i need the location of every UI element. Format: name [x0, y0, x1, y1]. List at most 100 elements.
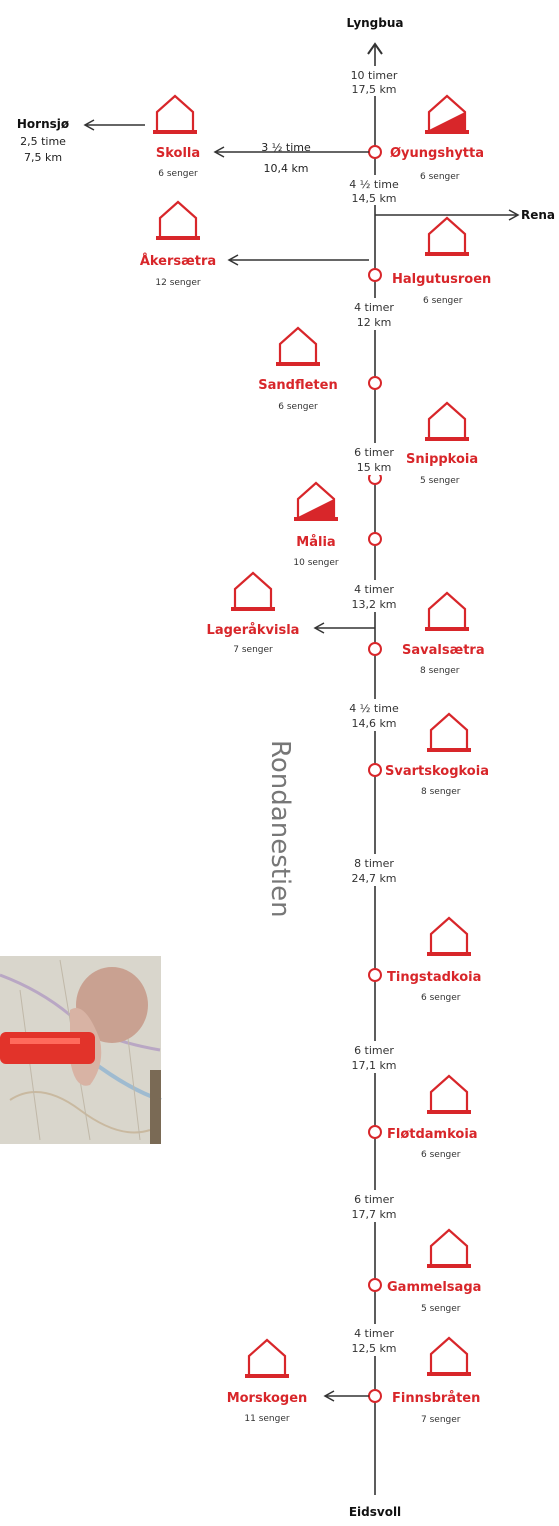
cabin-name: Gammelsaga — [387, 1280, 481, 1295]
branch-skolla-time: 3 ½ time — [261, 141, 311, 154]
svg-text:4 ½ time: 4 ½ time — [349, 702, 399, 715]
arrow-left-icon — [313, 622, 325, 634]
station-malia — [368, 532, 382, 546]
svg-text:12,5 km: 12,5 km — [351, 1342, 396, 1355]
cabin-beds: 6 senger — [420, 172, 460, 182]
arrow-left-icon — [213, 146, 225, 158]
cabin-beds: 7 senger — [233, 645, 273, 655]
svg-text:4 timer: 4 timer — [354, 1327, 394, 1340]
south-end-label: Eidsvoll — [349, 1505, 401, 1519]
cabin-sandfleten: Sandfleten 6 senger — [258, 326, 338, 412]
svg-text:17,1 km: 17,1 km — [351, 1059, 396, 1072]
hornsjo-dist: 7,5 km — [24, 151, 62, 164]
cabin-skolla: Skolla 6 senger — [151, 94, 200, 179]
hut-icon — [425, 1336, 473, 1378]
cabin-name: Øyungshytta — [390, 146, 484, 161]
arrow-right-icon — [508, 209, 520, 221]
station-tingstadkoia — [368, 968, 382, 982]
svg-text:15 km: 15 km — [357, 461, 392, 474]
segment-label: 10 timer 17,5 km — [340, 66, 408, 96]
hut-icon — [154, 200, 202, 242]
cabin-lageraakvisla: Lageråkvisla 7 senger — [207, 571, 300, 655]
cabin-name: Fløtdamkoia — [387, 1127, 478, 1142]
segment-label: 6 timer 15 km — [344, 443, 404, 475]
segment-label: 8 timer 24,7 km — [340, 854, 410, 886]
cabin-oyungshytta: Øyungshytta 6 senger — [390, 94, 484, 182]
cabin-flotdamkoia: Fløtdamkoia 6 senger — [387, 1074, 478, 1160]
svg-text:24,7 km: 24,7 km — [351, 872, 396, 885]
branch-lines — [83, 119, 520, 1402]
hut-icon — [151, 94, 199, 136]
cabin-beds: 7 senger — [421, 1415, 461, 1425]
hut-icon — [425, 1074, 473, 1116]
cabin-name: Målia — [296, 535, 335, 550]
branch-skolla-dist: 10,4 km — [263, 162, 308, 175]
cabin-malia: Målia 10 senger — [292, 481, 340, 568]
cabin-akersaetra: Åkersætra 12 senger — [140, 200, 216, 288]
hornsjo-name: Hornsjø — [17, 117, 69, 131]
svg-text:4 ½ time: 4 ½ time — [349, 178, 399, 191]
hut-icon — [229, 571, 277, 613]
hut-icon — [423, 216, 471, 258]
arrow-left-icon — [83, 119, 95, 131]
svg-text:14,6 km: 14,6 km — [351, 717, 396, 730]
cabin-finnsbraten: Finnsbråten 7 senger — [392, 1336, 480, 1425]
svg-text:17,7 km: 17,7 km — [351, 1208, 396, 1221]
cabin-beds: 6 senger — [278, 402, 318, 412]
svg-text:10 timer: 10 timer — [351, 69, 398, 82]
station-gammelsaga — [368, 1278, 382, 1292]
destination-hornsjo: Hornsjø 2,5 time 7,5 km — [17, 117, 69, 164]
arrow-left-icon — [323, 1390, 335, 1402]
arrow-up-icon — [367, 42, 383, 55]
cabin-beds: 8 senger — [421, 787, 461, 797]
cabin-beds: 8 senger — [420, 666, 460, 676]
segment-label: 4 ½ time 14,6 km — [340, 699, 408, 731]
svg-text:4 timer: 4 timer — [354, 301, 394, 314]
cabin-beds: 6 senger — [421, 993, 461, 1003]
hut-icon — [425, 916, 473, 958]
cabin-name: Finnsbråten — [392, 1391, 480, 1406]
station-oyungshytta — [368, 145, 382, 159]
hut-staffed-icon — [292, 481, 340, 523]
station-finnsbraten — [368, 1389, 382, 1403]
hornsjo-time: 2,5 time — [20, 135, 66, 148]
svg-text:12 km: 12 km — [357, 316, 392, 329]
cabin-beds: 6 senger — [423, 296, 463, 306]
segment-label: 4 timer 12 km — [344, 298, 404, 330]
north-end-label: Lyngbua — [346, 16, 403, 30]
cabin-name: Snippkoia — [406, 452, 478, 467]
cabin-morskogen: Morskogen 11 senger — [227, 1338, 308, 1424]
cabin-beds: 10 senger — [293, 558, 338, 568]
destination-rena: Rena — [521, 208, 555, 222]
svg-text:17,5 km: 17,5 km — [351, 83, 396, 96]
cabin-name: Svartskogkoia — [385, 764, 489, 779]
cabin-snippkoia: Snippkoia 5 senger — [406, 401, 478, 486]
cabin-tingstadkoia: Tingstadkoia 6 senger — [387, 916, 481, 1003]
cabin-beds: 5 senger — [420, 476, 460, 486]
cabin-name: Morskogen — [227, 1391, 308, 1406]
cabin-beds: 6 senger — [158, 169, 198, 179]
cabin-beds: 6 senger — [421, 1150, 461, 1160]
hut-icon — [425, 712, 473, 754]
cabin-savalsaetra: Savalsætra 8 senger — [402, 591, 485, 676]
map-photo — [0, 956, 162, 1144]
cabin-halgutusroen: Halgutusroen 6 senger — [392, 216, 491, 306]
cabin-name: Åkersætra — [140, 253, 216, 269]
svg-text:8 timer: 8 timer — [354, 857, 394, 870]
segment-labels: 10 timer 17,5 km 4 ½ time 14,5 km 4 time… — [340, 66, 410, 1356]
hut-icon — [425, 1228, 473, 1270]
segment-label: 4 timer 13,2 km — [342, 580, 408, 612]
segment-label: 6 timer 17,7 km — [342, 1190, 408, 1222]
cabin-name: Lageråkvisla — [207, 623, 300, 638]
cabin-beds: 12 senger — [155, 278, 200, 288]
trail-title: Rondanestien — [265, 740, 295, 918]
segment-label: 6 timer 17,1 km — [342, 1041, 408, 1073]
arrow-left-icon — [227, 254, 239, 266]
hut-icon — [423, 401, 471, 443]
cabin-gammelsaga: Gammelsaga 5 senger — [387, 1228, 481, 1314]
station-flotdamkoia — [368, 1125, 382, 1139]
cabin-name: Tingstadkoia — [387, 970, 481, 985]
cabin-name: Sandfleten — [258, 378, 337, 393]
hut-icon — [423, 591, 471, 633]
